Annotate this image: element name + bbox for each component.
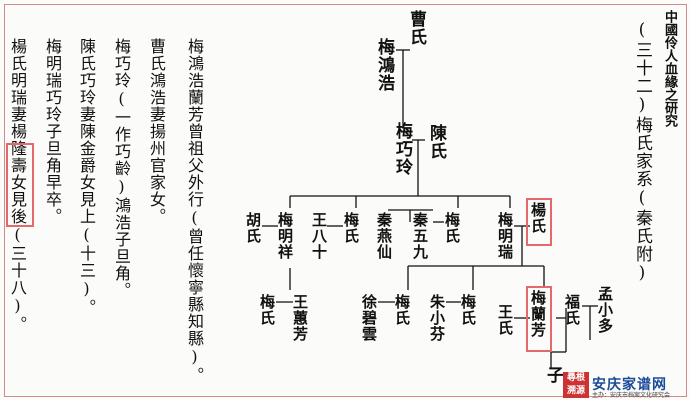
book-header: 中國伶人血緣之研究 [662,10,677,127]
tree.gen4-member-5: 梅氏 [459,294,477,326]
watermark-seal: 尋根溯源 [563,372,589,398]
tree.gen3-member-2: 王八十 [310,212,328,260]
tree.gen4-member-6: 王氏 [496,304,514,336]
highlight-box-mei-lanfang [526,286,552,352]
tree.gen3-member-7: 梅明瑞 [496,212,514,260]
tree.gen4-member-8: 福氏 [563,294,581,326]
text-column-5: 梅明瑞巧玲子旦角早卒。 [43,38,62,225]
text-column-2: 曹氏鴻浩妻揚州官家女。 [147,38,166,225]
tree.gen4-member-9: 孟小多 [596,286,614,334]
tree.gen4-member-7: 梅蘭芳 [529,290,547,338]
watermark-site-name: 安庆家谱网 [592,377,667,393]
tree.gen3-member-8: 楊氏 [529,202,547,234]
text-column-1: 梅鴻浩蘭芳曾祖父外行(曾任懷寧縣知縣)。 [185,38,204,384]
tree.gen4-member-3: 梅氏 [393,294,411,326]
tree.gen3-member-5: 秦五九 [411,212,429,260]
tree.gen4-member-1: 王蕙芳 [291,294,309,342]
tree.gen3-member-3: 梅氏 [342,212,360,244]
text-column-4: 陳氏巧玲妻陳金爵女見上(十三)。 [77,38,96,316]
highlight-box-text [6,143,34,227]
tree-gen5-child: 子 [543,366,563,384]
tree-gen2-wife: 陳氏 [426,124,446,160]
text-column-6: 楊氏明瑞妻楊隆壽女見後(三十八)。 [8,38,27,333]
tree.gen3-member-4: 秦燕仙 [375,212,393,260]
tree-gen1-wife: 曹氏 [406,10,426,46]
tree.gen4-member-0: 梅氏 [258,294,276,326]
tree-gen2-husband: 梅巧玲 [392,122,412,176]
tree.gen3-member-0: 胡氏 [244,212,262,244]
tree.gen4-member-4: 朱小芬 [428,294,446,342]
tree.gen3-member-6: 梅氏 [443,212,461,244]
highlight-box-yang-shi [526,198,552,246]
section-title: (三十二)梅氏家系(秦氏附) [632,20,652,284]
tree.gen3-member-1: 梅明祥 [276,212,294,260]
page-frame [4,4,687,397]
watermark-subtitle: 主办：安庆市档案文化研究会 [592,392,671,399]
tree-gen1-husband: 梅鴻浩 [374,38,394,92]
text-column-3: 梅巧玲(一作巧齡)鴻浩子旦角。 [112,38,131,299]
tree.gen4-member-2: 徐碧雲 [360,294,378,342]
